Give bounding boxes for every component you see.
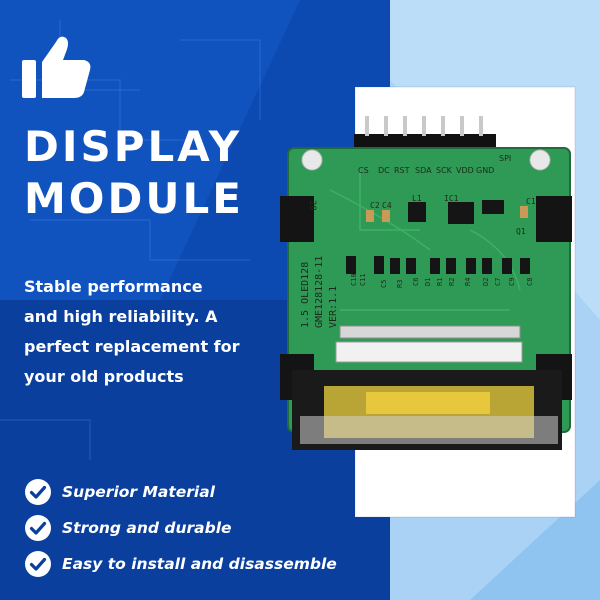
board-model-line: 1.5 OLED128 [300,262,311,328]
component-label: L1 [412,194,422,203]
pin-label: RST [394,166,410,175]
board-number: 28 [307,200,317,211]
component-label: C1 [526,197,536,206]
description-line: and high reliability. A [24,307,218,326]
check-circle-icon [25,551,51,577]
headline-line-1: DISPLAY [24,122,243,171]
check-circle-icon [25,479,51,505]
component-label: D2 [482,278,490,286]
pin-label: DC [378,166,390,175]
description-line: Stable performance [24,277,203,296]
oled-display-module-image: CS DC RST SDA SCK VDD GND SPI 28 1.5 OLE… [280,116,572,450]
description-line: perfect replacement for [24,337,240,356]
component-label: C9 [508,278,516,286]
component-label: C4 [382,201,392,210]
component-label: D1 [424,278,432,286]
check-circle-icon [25,515,51,541]
feature-item: Easy to install and disassemble [24,546,337,582]
feature-item: Strong and durable [24,510,337,546]
component-label: R4 [464,278,472,286]
headline-line-2: MODULE [24,174,244,223]
feature-label: Easy to install and disassemble [62,555,337,573]
pin-label: SDA [415,166,432,175]
feature-label: Superior Material [62,483,215,501]
feature-label: Strong and durable [62,519,232,537]
component-label: C2 [370,201,380,210]
pin-label: SCK [436,166,453,175]
feature-list: Superior Material Strong and durable Eas… [24,474,337,582]
component-label: C10 [350,273,358,286]
component-label: C5 [380,280,388,288]
component-label: IC1 [444,194,459,203]
component-label: R2 [448,278,456,286]
pin-label: VDD [456,166,474,175]
component-label: C8 [526,278,534,286]
component-label: C6 [412,278,420,286]
component-labels: L1 IC1 C2 C4 C1 Q1 C10 C11 C5 R3 C6 D1 R… [350,194,536,288]
board-model-text: 1.5 OLED128 GME128128-11 VER:1.1 [300,256,339,328]
description: Stable performance and high reliability.… [24,272,254,392]
component-label: C7 [494,278,502,286]
board-model-line: VER:1.1 [328,286,339,328]
component-label: R3 [396,280,404,288]
pin-label: CS [358,166,369,175]
pin-label: GND [476,166,494,175]
component-label: C11 [359,273,367,286]
feature-item: Superior Material [24,474,337,510]
board-model-line: GME128128-11 [314,256,325,328]
thumbs-up-icon [22,36,91,98]
component-label: Q1 [516,227,526,236]
description-line: your old products [24,367,184,386]
spi-label: SPI [499,154,511,163]
pin-labels: CS DC RST SDA SCK VDD GND SPI [358,154,511,175]
component-label: R1 [436,278,444,286]
